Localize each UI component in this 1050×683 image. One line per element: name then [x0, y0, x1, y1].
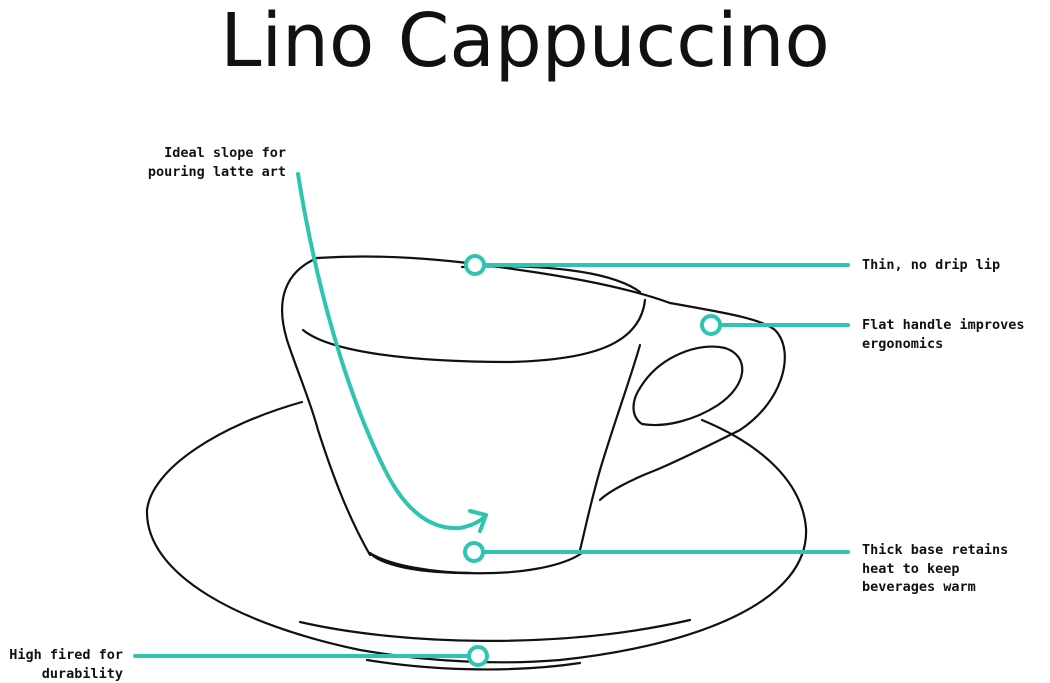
callout-handle: Flat handle improves ergonomics: [862, 316, 1025, 353]
callout-fired-line2: durability: [41, 665, 123, 682]
callout-graphics: [133, 172, 850, 667]
callout-slope: Ideal slope for pouring latte art: [148, 144, 286, 181]
slope-arrowhead: [468, 509, 488, 533]
cup-inner-front: [301, 298, 647, 364]
fired-marker: [467, 645, 489, 667]
handle-marker: [700, 314, 722, 336]
handle-inner: [632, 345, 744, 427]
callout-base: Thick base retains heat to keep beverage…: [862, 541, 1008, 597]
callout-base-line3: beverages warm: [862, 579, 976, 595]
cup-inner-rim: [460, 265, 642, 294]
callout-fired-line1: High fired for: [9, 647, 123, 663]
callout-slope-line2: pouring latte art: [147, 163, 286, 180]
callout-handle-line2: ergonomics: [862, 335, 944, 352]
callout-slope-line1: Ideal slope for: [164, 145, 286, 161]
cup-outer-rim: [315, 255, 672, 305]
callout-lip-line1: Thin, no drip lip: [862, 257, 1001, 273]
saucer-rim: [145, 400, 808, 664]
cup-outer-left: [280, 256, 372, 557]
saucer-underline: [298, 618, 692, 642]
callout-handle-line1: Flat handle improves: [862, 317, 1025, 333]
slope-arrow-line: [296, 172, 488, 531]
cup-base-outer: [368, 551, 584, 575]
diagram-title: Lino Cappuccino: [220, 0, 830, 84]
callout-lip: Thin, no drip lip: [862, 256, 1000, 275]
callout-fired: High fired for durability: [9, 646, 123, 683]
cup-base-line: [368, 551, 472, 575]
cup-outer-right: [578, 343, 642, 552]
saucer-base-line: [365, 658, 582, 671]
callout-base-line1: Thick base retains: [862, 542, 1009, 558]
base-marker: [463, 541, 485, 563]
handle-outer: [598, 301, 786, 502]
callout-base-line2: heat to keep: [862, 560, 960, 577]
lip-marker: [464, 254, 486, 276]
line-art: [145, 255, 808, 671]
